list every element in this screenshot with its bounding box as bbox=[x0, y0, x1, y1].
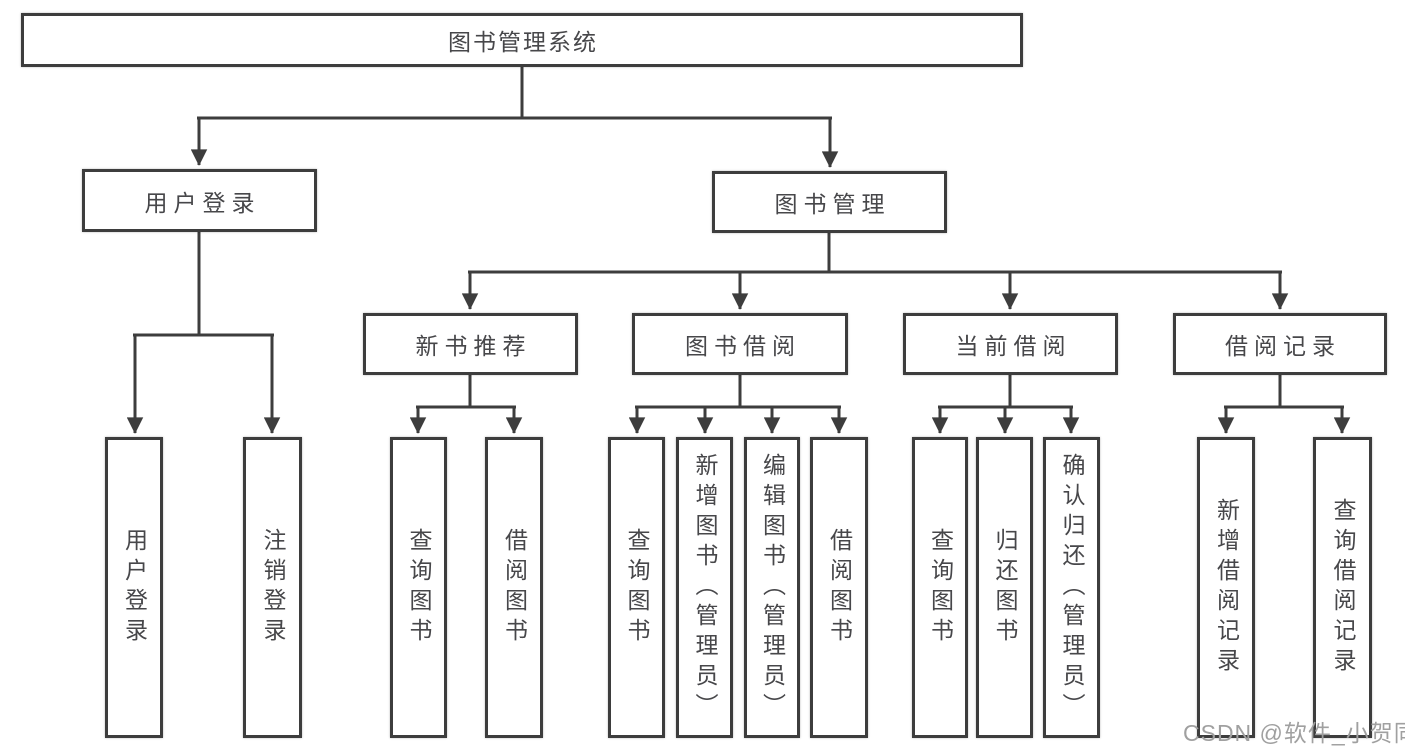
leaf-label: 查询图书 bbox=[406, 527, 432, 648]
node-label: 图书管理系统 bbox=[448, 29, 598, 55]
leaf-label: 注销登录 bbox=[260, 527, 286, 648]
leaf-label: 借阅图书 bbox=[501, 527, 528, 648]
connector-borrowing-records-to-children bbox=[1217, 375, 1351, 434]
leaf-label: 查询借阅记录 bbox=[1330, 497, 1356, 678]
node-borrowing-records: 借阅记录 bbox=[1173, 313, 1387, 375]
leaf-label: 查询图书 bbox=[927, 527, 954, 648]
leaf-current-query-books: 查询图书 bbox=[912, 437, 968, 738]
leaf-logout: 注销登录 bbox=[243, 437, 302, 738]
leaf-borrowing-query-books: 查询图书 bbox=[608, 437, 665, 738]
node-current-borrowing: 当前借阅 bbox=[903, 313, 1118, 375]
leaf-borrowing-edit-books-admin: 编辑图书（管理员） bbox=[744, 437, 800, 738]
connector-user-login-to-children bbox=[126, 232, 281, 434]
leaf-label: 编辑图书（管理员） bbox=[759, 452, 786, 723]
connector-new-book-recommend-to-children bbox=[409, 375, 523, 434]
leaf-label: 新增借阅记录 bbox=[1213, 497, 1240, 678]
leaf-current-confirm-return-admin: 确认归还（管理员） bbox=[1043, 437, 1100, 738]
connector-book-borrowing-to-children bbox=[628, 375, 848, 434]
connector-current-borrowing-to-children bbox=[931, 375, 1080, 434]
connector-root-to-level2 bbox=[190, 67, 839, 168]
node-user-login: 用户登录 bbox=[82, 169, 317, 232]
leaf-label: 用户登录 bbox=[121, 527, 148, 648]
leaf-label: 查询图书 bbox=[624, 527, 650, 648]
watermark: CSDN @软件_小贺同学 bbox=[1183, 720, 1405, 746]
node-new-book-recommend: 新书推荐 bbox=[363, 313, 578, 375]
leaf-label: 新增图书（管理员） bbox=[692, 452, 718, 723]
node-label: 用户登录 bbox=[144, 189, 261, 216]
node-label: 借阅记录 bbox=[1225, 333, 1341, 359]
leaf-label: 归还图书 bbox=[992, 527, 1018, 648]
node-label: 新书推荐 bbox=[415, 333, 532, 359]
node-label: 当前借阅 bbox=[955, 333, 1072, 359]
node-label: 图书管理 bbox=[774, 191, 891, 217]
leaf-recommend-borrow-books: 借阅图书 bbox=[485, 437, 543, 738]
node-label: 图书借阅 bbox=[685, 333, 801, 359]
leaf-user-login: 用户登录 bbox=[105, 437, 163, 738]
node-book-management: 图书管理 bbox=[712, 171, 947, 233]
leaf-records-query-record: 查询借阅记录 bbox=[1313, 437, 1372, 738]
leaf-recommend-query-books: 查询图书 bbox=[390, 437, 447, 738]
leaf-label: 确认归还（管理员） bbox=[1059, 452, 1085, 723]
node-system-root: 图书管理系统 bbox=[21, 13, 1023, 67]
node-book-borrowing: 图书借阅 bbox=[632, 313, 848, 375]
leaf-records-add-record: 新增借阅记录 bbox=[1197, 437, 1255, 738]
leaf-borrowing-add-books-admin: 新增图书（管理员） bbox=[676, 437, 733, 738]
leaf-label: 借阅图书 bbox=[826, 527, 853, 648]
leaf-borrowing-borrow-books: 借阅图书 bbox=[810, 437, 868, 738]
connector-book-management-to-level3 bbox=[461, 233, 1289, 310]
leaf-current-return-books: 归还图书 bbox=[976, 437, 1033, 738]
